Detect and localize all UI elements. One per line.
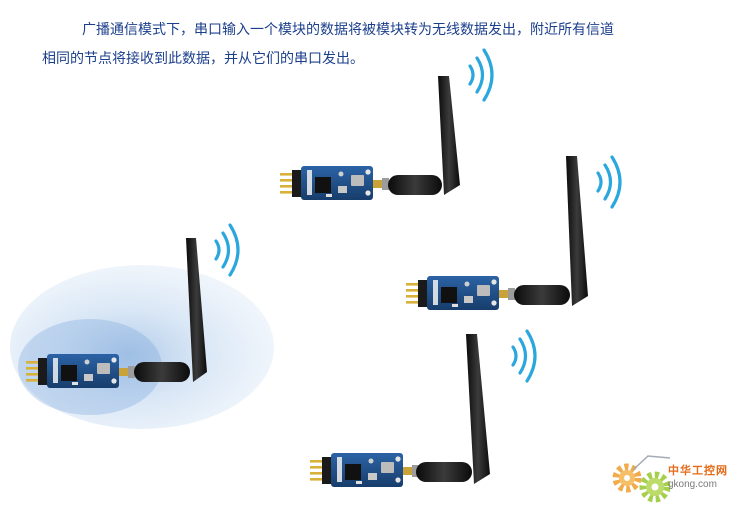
radio-module [26, 354, 135, 388]
node-receiver-2 [406, 155, 622, 310]
signal-waves-icon [511, 329, 537, 383]
radio-module [406, 276, 515, 310]
antenna [566, 156, 588, 306]
signal-waves-icon [214, 223, 240, 277]
description-text: 广播通信模式下，串口输入一个模块的数据将被模块转为无线数据发出，附近所有信道 相… [42, 16, 722, 74]
antenna [186, 238, 207, 382]
description-line-2: 相同的节点将接收到此数据，并从它们的串口发出。 [42, 51, 364, 67]
antenna [466, 334, 490, 484]
antenna [438, 76, 460, 195]
node-transmitter [26, 223, 240, 388]
coverage-area-outer [10, 265, 274, 429]
radio-module [310, 453, 419, 487]
description-line-1: 广播通信模式下，串口输入一个模块的数据将被模块转为无线数据发出，附近所有信道 [82, 22, 614, 38]
antenna-base [388, 175, 442, 195]
antenna-base [416, 462, 472, 482]
radio-module [280, 166, 389, 200]
watermark-domain: gkong.com [668, 479, 717, 490]
node-receiver-1 [280, 48, 494, 200]
antenna-base [134, 362, 190, 382]
signal-waves-icon [468, 48, 494, 102]
gear-logo-icon [612, 455, 740, 503]
node-receiver-3 [310, 329, 537, 487]
watermark-logo: 中华工控网 gkong.com [668, 462, 728, 490]
watermark-brand: 中华工控网 [668, 465, 728, 477]
signal-waves-icon [596, 155, 622, 209]
antenna-base [514, 285, 570, 305]
